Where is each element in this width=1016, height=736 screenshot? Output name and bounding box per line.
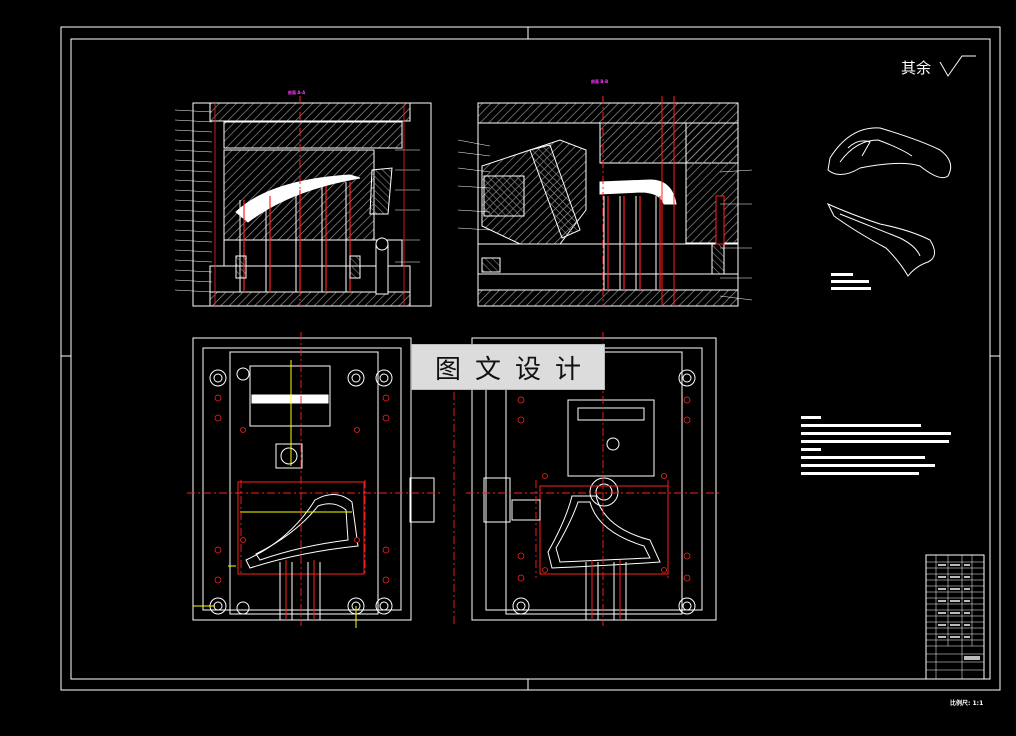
technical-requirements-block — [801, 416, 951, 475]
roughness-symbol-icon — [939, 55, 976, 77]
part-isometric-views — [826, 127, 952, 277]
plan-left-holes — [214, 394, 390, 584]
watermark-banner: 图文设计 — [411, 344, 605, 390]
section-view-b — [457, 96, 753, 307]
section-title-a: 剖面 A-A — [288, 89, 306, 95]
title-block — [925, 554, 985, 680]
section-view-a — [174, 96, 432, 307]
plan-right-holes — [517, 396, 691, 582]
section-title-b: 剖面 B-B — [591, 78, 608, 84]
part-label-bars — [831, 273, 871, 290]
outer-frame — [60, 26, 1001, 691]
plan-view-left — [192, 337, 435, 628]
roughness-note: 其余 — [901, 57, 931, 78]
roughness-note-text: 其余 — [901, 59, 932, 77]
plan-left-centerlines — [187, 332, 440, 626]
scale-note: 比例尺: 1:1 — [950, 700, 984, 707]
